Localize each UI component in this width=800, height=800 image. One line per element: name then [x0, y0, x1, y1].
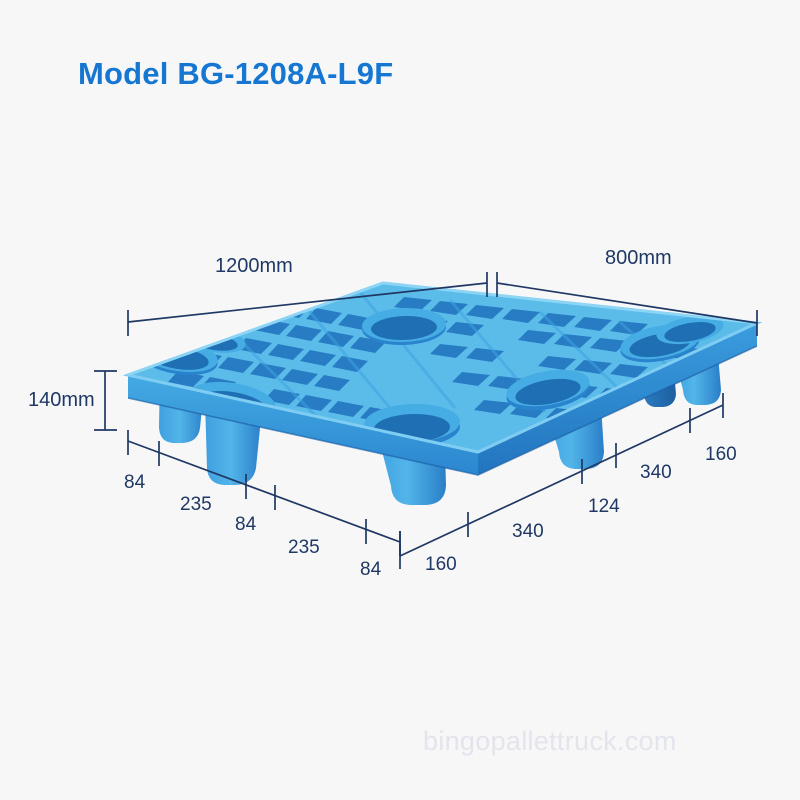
site-watermark: bingopallettruck.com	[423, 726, 677, 756]
side-chain-seg-3: 340	[640, 462, 672, 483]
side-chain-seg-1: 340	[512, 521, 544, 542]
front-chain-seg-0: 84	[124, 472, 146, 493]
dimension-front-chain: 84 235 84 235 84	[124, 430, 401, 580]
dimension-height-label: 140mm	[28, 389, 95, 411]
dimension-side-chain: 160 340 124 340 160	[399, 393, 737, 575]
deck-front-face	[128, 375, 478, 475]
dimension-length-label: 1200mm	[215, 255, 293, 277]
front-chain-seg-2: 84	[235, 514, 257, 535]
front-chain-seg-1: 235	[180, 494, 212, 515]
pallet-body	[122, 281, 763, 505]
dimension-length: 1200mm	[127, 255, 488, 336]
front-chain-seg-3: 235	[288, 537, 320, 558]
dimension-width: 800mm	[496, 247, 758, 336]
deck-right-face	[478, 323, 757, 475]
dimension-height: 140mm	[28, 370, 117, 431]
front-chain-seg-4: 84	[360, 559, 382, 580]
side-chain-seg-2: 124	[588, 496, 620, 517]
side-chain-seg-0: 160	[425, 554, 457, 575]
page-title: Model BG-1208A-L9F	[78, 56, 394, 91]
dimension-width-label: 800mm	[605, 247, 672, 269]
side-chain-seg-4: 160	[705, 444, 737, 465]
